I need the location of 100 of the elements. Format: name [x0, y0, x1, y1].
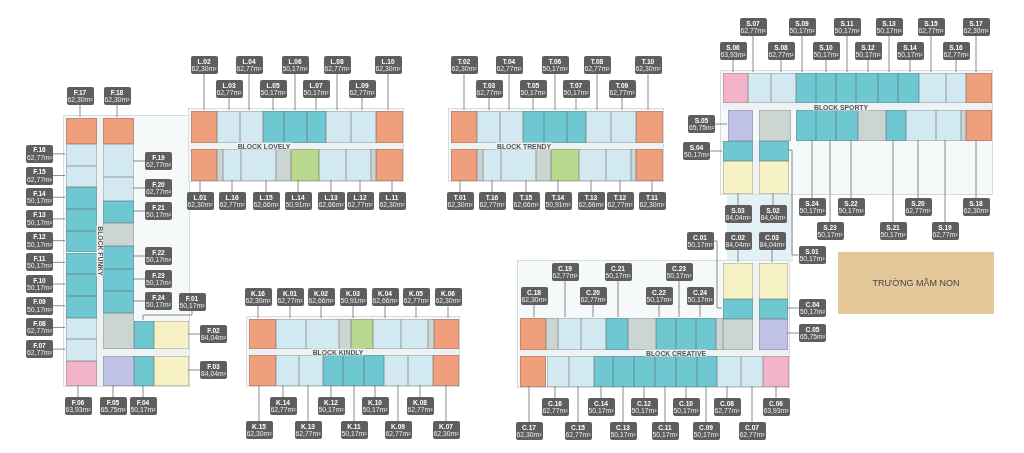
- apartment-unit: [759, 141, 789, 161]
- leader-line: [52, 175, 66, 176]
- apartment-unit: [523, 111, 544, 143]
- leader-line: [600, 385, 602, 399]
- leader-line: [142, 310, 193, 321]
- apartment-unit: [451, 149, 477, 181]
- unit-tag: [738, 422, 766, 440]
- apartment-unit: [547, 356, 569, 387]
- unit-tag: [259, 80, 287, 98]
- school-plot: [838, 252, 994, 314]
- unit-tag: [879, 222, 907, 240]
- unit-tag: [302, 80, 330, 98]
- apartment-unit: [656, 318, 676, 350]
- unit-tag: [26, 253, 53, 272]
- unit-tag: [758, 232, 786, 250]
- unit-tag: [739, 18, 767, 36]
- leader-line: [447, 305, 449, 319]
- leader-line: [132, 300, 146, 302]
- leader-line: [294, 73, 296, 111]
- leader-line: [525, 179, 527, 193]
- leader-line: [705, 385, 707, 423]
- unit-tag: [434, 288, 462, 306]
- apartment-unit: [836, 73, 856, 103]
- apartment-unit: [676, 318, 696, 350]
- leader-line: [257, 305, 259, 319]
- apartment-unit: [154, 321, 189, 349]
- unit-tag: [371, 288, 399, 306]
- apartment-unit: [759, 319, 788, 350]
- leader-line: [52, 240, 66, 242]
- apartment-unit: [748, 73, 771, 103]
- unit-tag: [276, 288, 304, 306]
- leader-line: [52, 153, 66, 155]
- unit-tag: [609, 422, 637, 440]
- leader-line: [387, 73, 389, 111]
- apartment-unit: [816, 73, 836, 103]
- leader-line: [307, 384, 309, 422]
- unit-tag: [323, 56, 351, 74]
- leader-line: [955, 59, 957, 73]
- apartment-unit: [384, 355, 408, 386]
- unit-tag: [252, 192, 280, 210]
- unit-tag: [713, 398, 741, 416]
- unit-tag: [634, 56, 662, 74]
- leader-line: [590, 179, 592, 193]
- apartment-unit: [66, 295, 97, 318]
- unit-tag: [767, 42, 795, 60]
- apartment-unit: [676, 356, 697, 387]
- leader-line: [272, 97, 274, 111]
- unit-tag: [562, 80, 590, 98]
- leader-line: [658, 304, 660, 318]
- leader-line: [52, 261, 66, 263]
- leader-line: [699, 304, 701, 318]
- apartment-unit: [741, 356, 763, 387]
- leader-line: [787, 149, 799, 256]
- apartment-unit: [500, 111, 523, 143]
- leader-line: [352, 305, 354, 319]
- apartment-unit: [66, 252, 97, 275]
- unit-tag: [26, 275, 53, 294]
- unit-tag: [583, 56, 611, 74]
- apartment-unit: [103, 356, 134, 386]
- apartment-unit: [483, 149, 501, 181]
- apartment-unit: [919, 73, 946, 103]
- building-block: [246, 316, 460, 387]
- unit-tag: [812, 42, 840, 60]
- unit-tag: [64, 397, 92, 415]
- leader-line: [419, 384, 421, 398]
- unit-tag: [26, 209, 53, 228]
- unit-tag: [724, 205, 752, 223]
- leader-line: [112, 384, 114, 398]
- unit-tag: [26, 188, 53, 207]
- apartment-unit: [898, 73, 919, 103]
- apartment-unit: [816, 110, 836, 141]
- leader-line: [532, 97, 534, 111]
- apartment-unit: [66, 230, 97, 253]
- leader-line: [801, 35, 803, 73]
- apartment-unit: [66, 209, 97, 231]
- leader-line: [77, 384, 79, 398]
- unit-tag: [200, 325, 227, 343]
- leader-line: [391, 179, 393, 193]
- apartment-unit: [103, 144, 134, 177]
- leader-line: [751, 385, 753, 423]
- leader-line: [975, 35, 977, 73]
- apartment-unit: [856, 73, 878, 103]
- unit-tag: [917, 18, 945, 36]
- apartment-unit: [520, 356, 546, 387]
- apartment-unit: [723, 161, 753, 194]
- apartment-unit: [655, 356, 676, 387]
- apartment-unit: [520, 318, 546, 350]
- leader-line: [592, 304, 594, 318]
- leader-line: [944, 139, 946, 223]
- unit-tag: [519, 80, 547, 98]
- unit-tag: [962, 198, 990, 216]
- apartment-unit: [966, 110, 992, 141]
- leader-line: [850, 139, 852, 199]
- unit-tag: [317, 192, 345, 210]
- leader-line: [187, 333, 201, 335]
- unit-tag: [544, 192, 572, 210]
- apartment-unit: [103, 269, 134, 291]
- leader-line: [445, 384, 447, 422]
- unit-tag: [103, 87, 131, 105]
- apartment-unit: [217, 111, 240, 143]
